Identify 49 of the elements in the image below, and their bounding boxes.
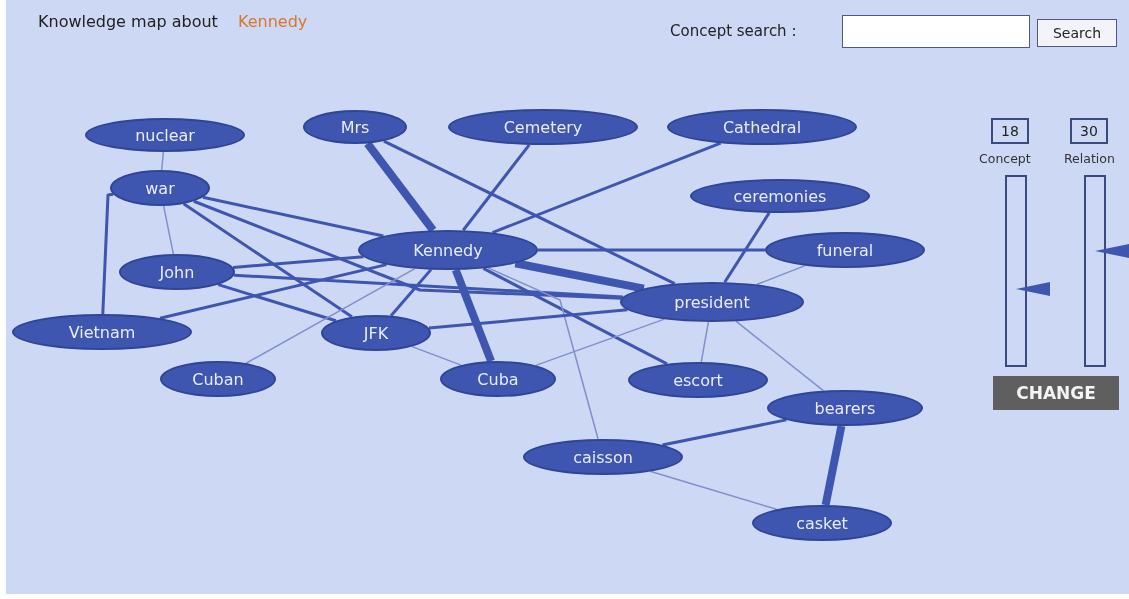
concept-label: president	[674, 292, 750, 312]
relation-line	[452, 268, 495, 363]
search-label: Concept search :	[670, 22, 797, 40]
relation-line	[389, 268, 433, 317]
concept-label: funeral	[816, 240, 874, 260]
relation-line	[101, 192, 114, 315]
concept-label: nuclear	[135, 125, 195, 145]
topic-keyword: Kennedy	[238, 12, 308, 31]
relation-line	[159, 263, 387, 320]
relation-line	[462, 143, 531, 232]
relation-line	[245, 267, 416, 364]
relation-line	[735, 320, 825, 392]
relation-line	[364, 141, 437, 233]
relation-line	[538, 248, 765, 252]
relation-line	[233, 255, 364, 269]
concept-label: JFK	[363, 323, 389, 343]
concept-label: Cuban	[192, 369, 244, 389]
slider-label: Relation	[1064, 151, 1115, 166]
relation-line	[662, 418, 787, 447]
relation-line	[193, 199, 622, 300]
concept-label: casket	[796, 513, 848, 533]
slider-label: Concept	[979, 151, 1031, 166]
relation-line	[202, 195, 384, 238]
relation-line	[160, 151, 165, 171]
relation-line	[428, 308, 628, 330]
concept-label: bearers	[814, 398, 876, 418]
relation-line	[723, 212, 771, 283]
count-display: 30	[1070, 118, 1108, 144]
relation-line	[514, 259, 645, 293]
concept-label: Kennedy	[413, 240, 483, 260]
count-display: 18	[991, 118, 1029, 144]
concept-label: John	[159, 262, 195, 282]
relation-line	[217, 283, 337, 323]
relation-line	[821, 425, 846, 506]
relation-line	[162, 205, 175, 255]
concept-label: Mrs	[340, 117, 370, 137]
change-button: CHANGE	[993, 376, 1119, 410]
concept-label: Vietnam	[68, 322, 136, 342]
concept-label: ceremonies	[733, 186, 827, 206]
relation-line	[700, 321, 710, 363]
concept-label: war	[145, 178, 175, 198]
relation-line	[411, 345, 462, 366]
concept-label: Cuba	[477, 369, 519, 389]
map-title: Knowledge map about	[38, 12, 218, 31]
concept-label: caisson	[573, 447, 633, 467]
concept-label: escort	[673, 370, 723, 390]
concept-label: Cemetery	[503, 117, 583, 137]
search-button: Search	[1037, 19, 1117, 47]
concept-label: Cathedral	[722, 117, 802, 137]
